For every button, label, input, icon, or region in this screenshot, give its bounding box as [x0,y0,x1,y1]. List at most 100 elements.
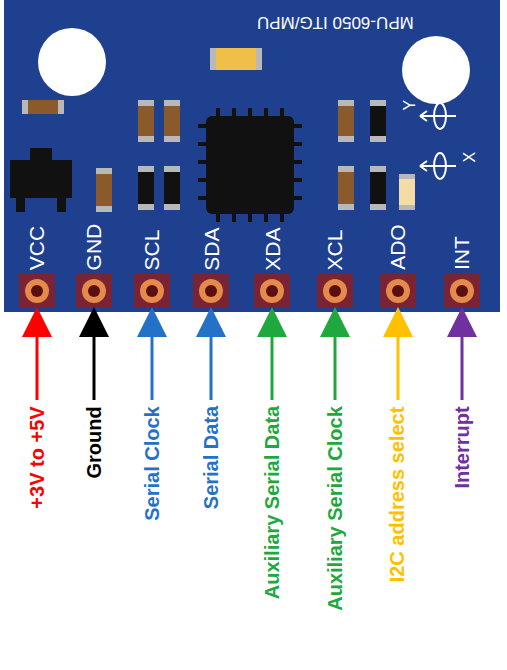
chip-pin [216,108,220,116]
axis-line [420,115,456,117]
pin-pad [19,274,55,308]
diode-end [138,166,154,210]
pin-name: SDA [199,227,223,270]
pin-name: XCL [323,229,347,270]
board-title: MPU-6050 ITG/MPU [257,12,414,32]
resistor-end [22,100,64,114]
axis-arrow [420,161,427,171]
leader-arrow [36,322,39,400]
pin-pads [19,274,480,308]
diode-end [164,166,180,210]
chip-pin [264,108,268,116]
chip-pin [294,124,302,128]
pin-name: GND [82,223,106,270]
chip-pin [264,214,268,222]
pin-name: SCL [140,229,164,270]
resistor-body [399,179,415,205]
pad-ring [386,279,410,303]
pin-pad [444,274,480,308]
pad-ring [140,279,164,303]
leader-arrow [93,322,96,400]
pad-hole [392,285,404,297]
pin-function: Serial Clock [140,406,163,521]
pin-function: Serial Data [200,406,223,509]
voltage-regulator [10,160,72,198]
resistor-end [338,100,354,142]
leader-arrow [271,322,274,400]
axis-label: X [461,151,479,162]
diode-end [370,100,386,142]
diode-body [164,172,180,204]
pin-name: INT [450,236,474,270]
chip-pin [294,142,302,146]
pin-pad [254,274,290,308]
chip-pin [294,196,302,200]
axis-arrow [420,111,427,121]
regulator-leg [16,198,25,212]
pad-ring [323,279,347,303]
pad-ring [260,279,284,303]
chip-pins [198,108,302,222]
axis-label: Y [401,99,419,110]
chip-pin [248,214,252,222]
leader-arrow [210,322,213,400]
diode-body [370,172,386,204]
chip-pin [198,124,206,128]
axis-symbol [420,103,456,179]
resistor-body [164,106,180,136]
chip-pin [198,178,206,182]
pin-function: Auxiliary Serial Data [261,406,284,599]
chip-pin [294,178,302,182]
axis-line [420,165,456,167]
chip-pin [198,142,206,146]
pin-function: Auxiliary Serial Clock [323,406,346,611]
sensor-chip [206,116,294,214]
pin-function: +3V to +5V [26,406,49,508]
pad-hole [205,285,217,297]
chip-pin [198,196,206,200]
pad-hole [146,285,158,297]
pin-function: I2C address select [386,406,409,582]
pin-pad [380,274,416,308]
pin-pad [317,274,353,308]
pin-name: VCC [25,226,49,270]
pad-hole [329,285,341,297]
chip-pin [280,214,284,222]
mounting-hole [402,36,470,104]
pin-function: Ground [83,406,106,478]
diode-body [370,106,386,136]
leader-arrow [397,322,400,400]
leader-arrow [334,322,337,400]
chip-pin [232,214,236,222]
chip-pin [280,108,284,116]
chip-pin [232,108,236,116]
resistor-body [28,100,58,114]
pad-hole [456,285,468,297]
pin-name: ADO [386,224,410,270]
leader-arrow [151,322,154,400]
resistor-end [338,166,354,210]
diode-end [370,166,386,210]
pad-ring [82,279,106,303]
pin-pad [76,274,112,308]
chip-pin [216,214,220,222]
resistor-body [338,106,354,136]
mounting-hole [38,28,106,96]
leader-arrows [37,322,462,400]
pin-pad [134,274,170,308]
regulator-leg [57,198,66,212]
resistor-body [338,172,354,204]
resistor-end [138,100,154,142]
chip-pin [294,160,302,164]
leader-arrow [461,322,464,400]
diode-body [138,172,154,204]
pin-function: Interrupt [451,406,474,488]
pin-pad [193,274,229,308]
rotation-loop [434,103,446,129]
resistor-end [96,168,112,212]
chip-pin [248,108,252,116]
regulator-tab [30,148,52,162]
pin-name: XDA [260,227,284,270]
